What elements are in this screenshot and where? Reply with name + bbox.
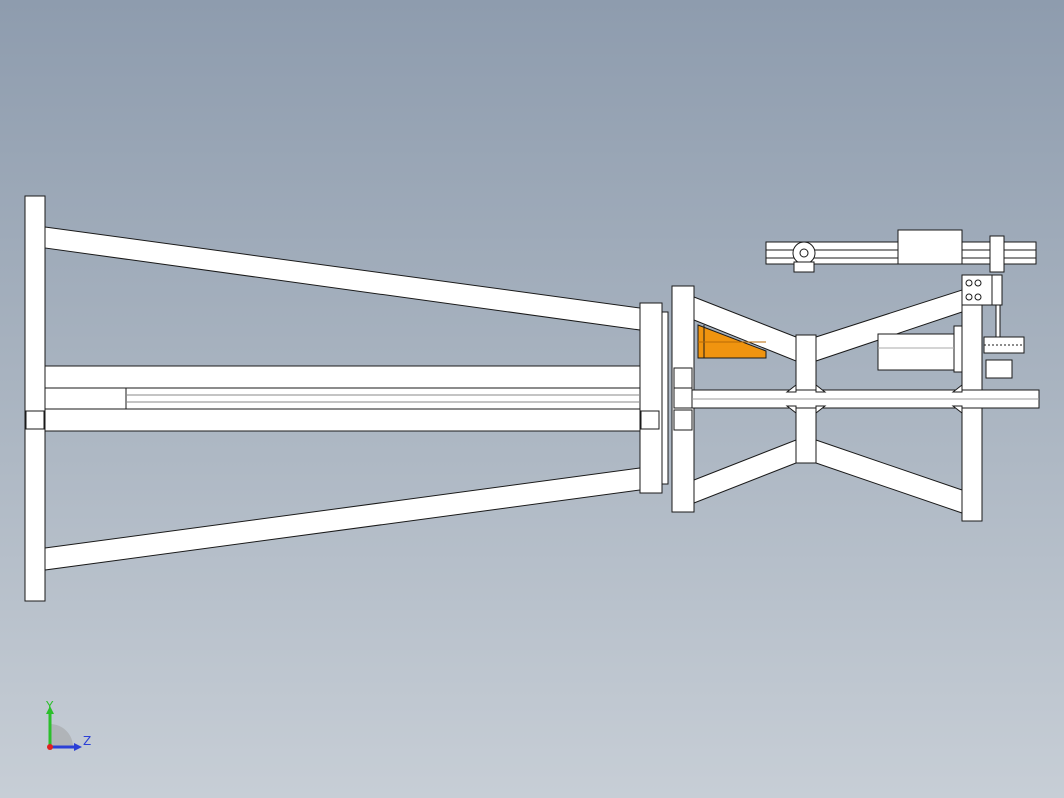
bowtie-strut-lower-right: [815, 439, 963, 514]
left-bearing-block: [25, 410, 45, 430]
motor-cylinder: [877, 333, 955, 371]
motor-flange: [953, 325, 963, 373]
shaft-bracket: [785, 405, 797, 415]
shaft-bracket: [815, 383, 827, 393]
shaft-bracket: [951, 405, 963, 415]
gripper-jaw: [793, 261, 815, 273]
z-axis-label: Z: [83, 734, 92, 748]
gripper-end-block: [989, 235, 1005, 273]
gear-housing: [985, 359, 1013, 379]
shaft-bracket: [785, 383, 797, 393]
bolt-hole: [965, 279, 973, 287]
left-end-post: [24, 195, 46, 602]
bolt-hole: [974, 279, 982, 287]
shaft-bracket: [951, 383, 963, 393]
middle-flange-plate: [639, 302, 663, 494]
triad-origin: [47, 744, 53, 750]
coordinate-triad: [46, 706, 82, 751]
inner-shaft: [125, 387, 641, 410]
middle-bearing-block: [640, 410, 660, 430]
gripper-rod: [995, 304, 1001, 338]
lower-tapered-beam: [44, 467, 641, 571]
middle-flange-ring: [661, 311, 669, 485]
post-clamp-block: [673, 367, 693, 389]
triad-plane-indicator: [50, 724, 73, 747]
gripper-mount-block: [961, 274, 993, 306]
bolt-hole: [965, 293, 973, 301]
z-axis-arrowhead: [74, 743, 82, 751]
gripper-pulley-hub: [799, 248, 809, 258]
post-clamp-block: [673, 387, 693, 409]
shaft-bracket: [815, 405, 827, 415]
gripper-mount-plate: [991, 274, 1003, 306]
bowtie-strut-lower-left: [693, 439, 797, 504]
y-axis-arrowhead: [46, 706, 54, 714]
gripper-cylinder: [897, 229, 963, 265]
post-clamp-block: [673, 409, 693, 431]
upper-tapered-beam: [44, 226, 641, 331]
y-axis-label: Y: [46, 699, 54, 713]
bolt-hole: [974, 293, 982, 301]
